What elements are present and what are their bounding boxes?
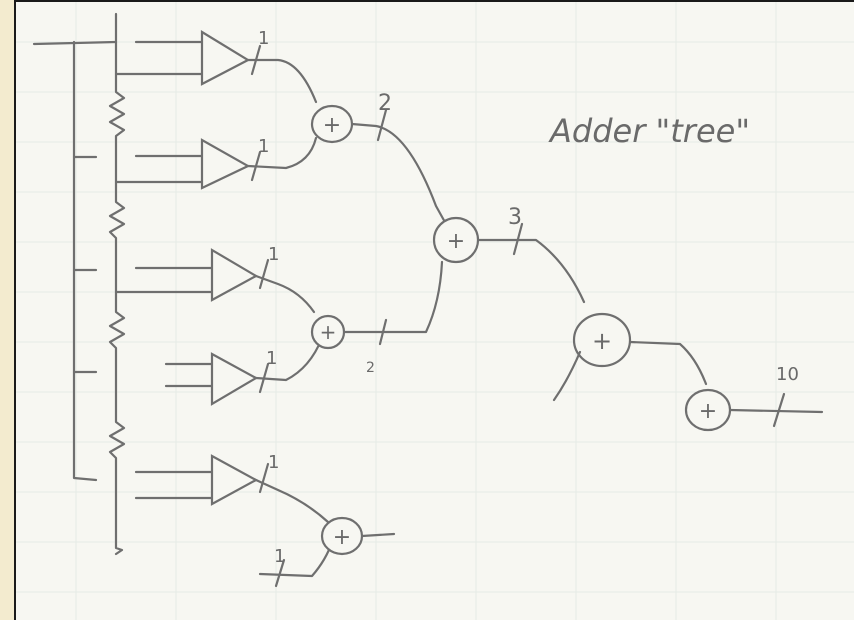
adder-tree-sketch: 1 1 1 1 1 1 + + + 2 2 + 3 + [16,2,854,620]
width-label: 2 [366,360,375,376]
level1-wires [342,108,448,346]
comparator-1 [114,30,251,86]
adder-level1-c: + [320,516,396,556]
resistor-ladder [108,12,126,556]
width-label: 2 [378,91,392,116]
adder-final: + [684,388,824,432]
input-wires [246,44,334,588]
adder-symbol: + [699,399,717,424]
input-bus [32,40,118,482]
comparator-3 [114,248,259,302]
adder-level3: + [552,312,708,402]
width-label: 1 [268,452,279,473]
adder-level2: + [432,216,586,304]
width-label: 1 [258,28,269,49]
output-width-label: 10 [776,364,799,385]
comparator-2 [114,138,251,190]
adder-level1-a: + [310,104,354,144]
width-label: 1 [266,348,277,369]
adder-symbol: + [320,320,337,344]
width-label: 3 [508,205,522,230]
sketch-frame: 1 1 1 1 1 1 + + + 2 2 + 3 + [14,0,854,620]
adder-symbol: + [323,113,341,138]
diagram-title: Adder "tree" [548,112,750,150]
width-label: 1 [268,244,279,265]
width-label: 1 [274,546,285,567]
comparator-4 [164,352,259,406]
adder-symbol: + [592,327,612,355]
adder-level1-b: + [310,314,346,350]
comparator-5 [134,454,259,506]
width-label: 1 [258,136,269,157]
adder-symbol: + [447,229,465,254]
adder-symbol: + [333,525,351,550]
